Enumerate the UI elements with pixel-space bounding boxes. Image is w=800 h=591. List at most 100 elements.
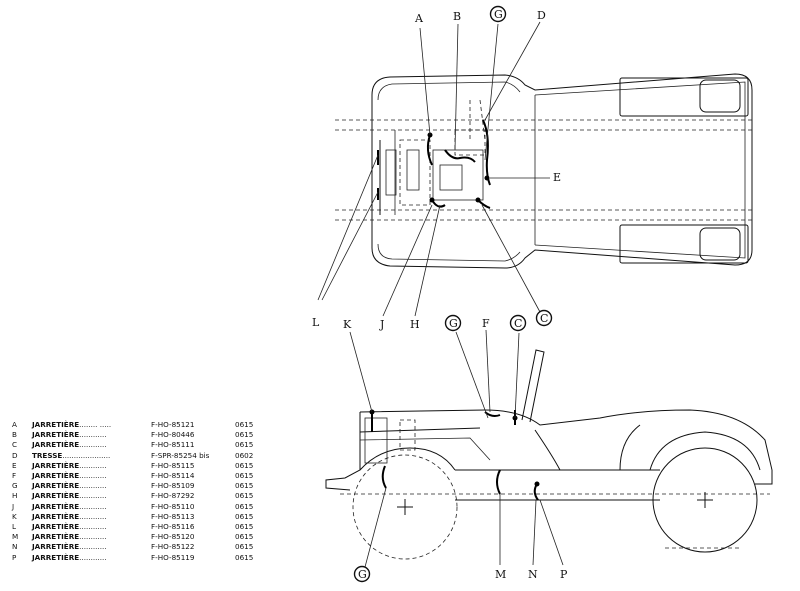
legend-part-number: F-HO-87292 [151, 491, 195, 501]
legend-dots: ............ [79, 552, 107, 562]
top-view-vehicle [335, 73, 755, 269]
callout-c-top: C [540, 312, 548, 325]
legend-part-number: F-SPR-85254 bis [151, 450, 210, 460]
legend-code: E [12, 460, 17, 470]
callout-l-top: L [312, 316, 320, 329]
legend-part-number: F-HO-85115 [151, 460, 195, 470]
legend-name-cell: JARRETIÈRE............ [32, 471, 151, 481]
legend-name: JARRETIÈRE [32, 501, 80, 511]
legend-code-number: 0615 [235, 440, 254, 450]
legend-code: G [12, 481, 18, 491]
callout-e-top: E [553, 171, 561, 184]
callout-g-bottom: G [358, 568, 367, 581]
callout-n-side: N [528, 568, 538, 581]
legend-name-cell: JARRETIÈRE............ [32, 502, 151, 512]
legend-code-number: 0615 [235, 460, 254, 470]
legend-name: JARRETIÈRE [32, 491, 80, 501]
legend-name: JARRETIÈRE [32, 471, 80, 481]
legend-dots: ............ [79, 471, 107, 481]
legend-code: J [12, 501, 15, 511]
legend-code: B [12, 430, 17, 440]
legend-row: P JARRETIÈRE............F-HO-85119 0615 [12, 553, 265, 563]
legend-row: E JARRETIÈRE............F-HO-85115 0615 [12, 461, 265, 471]
legend-dots: ............ [79, 532, 107, 542]
legend-part-number: F-HO-85119 [151, 552, 195, 562]
legend-code-number: 0615 [235, 430, 254, 440]
callout-h-top: H [410, 318, 420, 331]
legend-code: P [12, 552, 17, 562]
legend-dots: ............ [79, 522, 107, 532]
legend-code-number: 0615 [235, 471, 254, 481]
legend-part-number: F-HO-85109 [151, 481, 195, 491]
legend-code: M [12, 532, 19, 542]
legend-name-cell: JARRETIÈRE............ [32, 532, 151, 542]
legend-name: JARRETIÈRE [32, 511, 80, 521]
legend-part-number: F-HO-80446 [151, 430, 195, 440]
legend-code-number: 0615 [235, 542, 254, 552]
side-view-vehicle [325, 349, 773, 560]
legend-code-number: 0615 [235, 501, 254, 511]
legend-name: JARRETIÈRE [32, 481, 80, 491]
legend-code-number: 0615 [235, 481, 254, 491]
callout-f-side: F [482, 317, 490, 330]
legend-code-number: 0602 [235, 450, 254, 460]
side-view-leaders [349, 329, 564, 568]
legend-dots: ............ [79, 481, 107, 491]
legend-name: TRESSE [32, 450, 63, 460]
legend-part-number: F-HO-85116 [151, 522, 195, 532]
legend-dots: ............ [79, 430, 107, 440]
legend-name: JARRETIÈRE [32, 430, 80, 440]
legend-name-cell: JARRETIÈRE............ [32, 512, 151, 522]
legend-name-cell: JARRETIÈRE........ ..... [32, 420, 151, 430]
legend-dots: ........ ..... [79, 420, 112, 429]
legend-name-cell: JARRETIÈRE............ [32, 481, 151, 491]
callout-m-side: M [495, 568, 506, 581]
legend-row: B JARRETIÈRE............ F-HO-80446 0615 [12, 430, 265, 440]
legend-code: C [12, 440, 18, 450]
legend-dots: ............ [79, 542, 107, 552]
legend-code-number: 0615 [235, 522, 254, 532]
legend-code-number: 0615 [235, 420, 254, 429]
legend-name: JARRETIÈRE [32, 532, 80, 542]
legend-dots: ..................... [62, 450, 111, 460]
legend-code: F [12, 471, 17, 481]
side-view-callouts: K G F C G M N P [343, 314, 568, 583]
callout-k-side: K [343, 318, 352, 331]
legend-name-cell: JARRETIÈRE............ [32, 553, 151, 563]
callout-g-side: G [449, 317, 458, 330]
legend-code: N [12, 542, 18, 552]
callout-a-top: A [414, 12, 424, 25]
legend-part-number: F-HO-85110 [151, 501, 195, 511]
callout-b-top: B [453, 10, 461, 23]
legend-name-cell: JARRETIÈRE............ [32, 461, 151, 471]
legend-dots: ............ [79, 501, 107, 511]
legend-name-cell: JARRETIÈRE............ [32, 440, 151, 450]
legend-part-number: F-HO-85114 [151, 471, 195, 481]
legend-name: JARRETIÈRE [32, 522, 80, 532]
legend-code-number: 0615 [235, 511, 254, 521]
top-view-callouts: A B G D E L J H C [312, 5, 561, 331]
legend-code-number: 0615 [235, 491, 254, 501]
legend-name-cell: TRESSE..................... [32, 451, 151, 461]
legend-name-cell: JARRETIÈRE............ [32, 542, 151, 552]
legend-part-number: F-HO-85113 [151, 511, 195, 521]
callout-g-top: G [494, 8, 503, 21]
legend-code: D [12, 450, 18, 460]
legend-dots: ............ [79, 460, 107, 470]
top-view-leaders [317, 21, 550, 317]
legend-code-number: 0615 [235, 552, 254, 562]
callout-p-side: P [560, 568, 568, 581]
